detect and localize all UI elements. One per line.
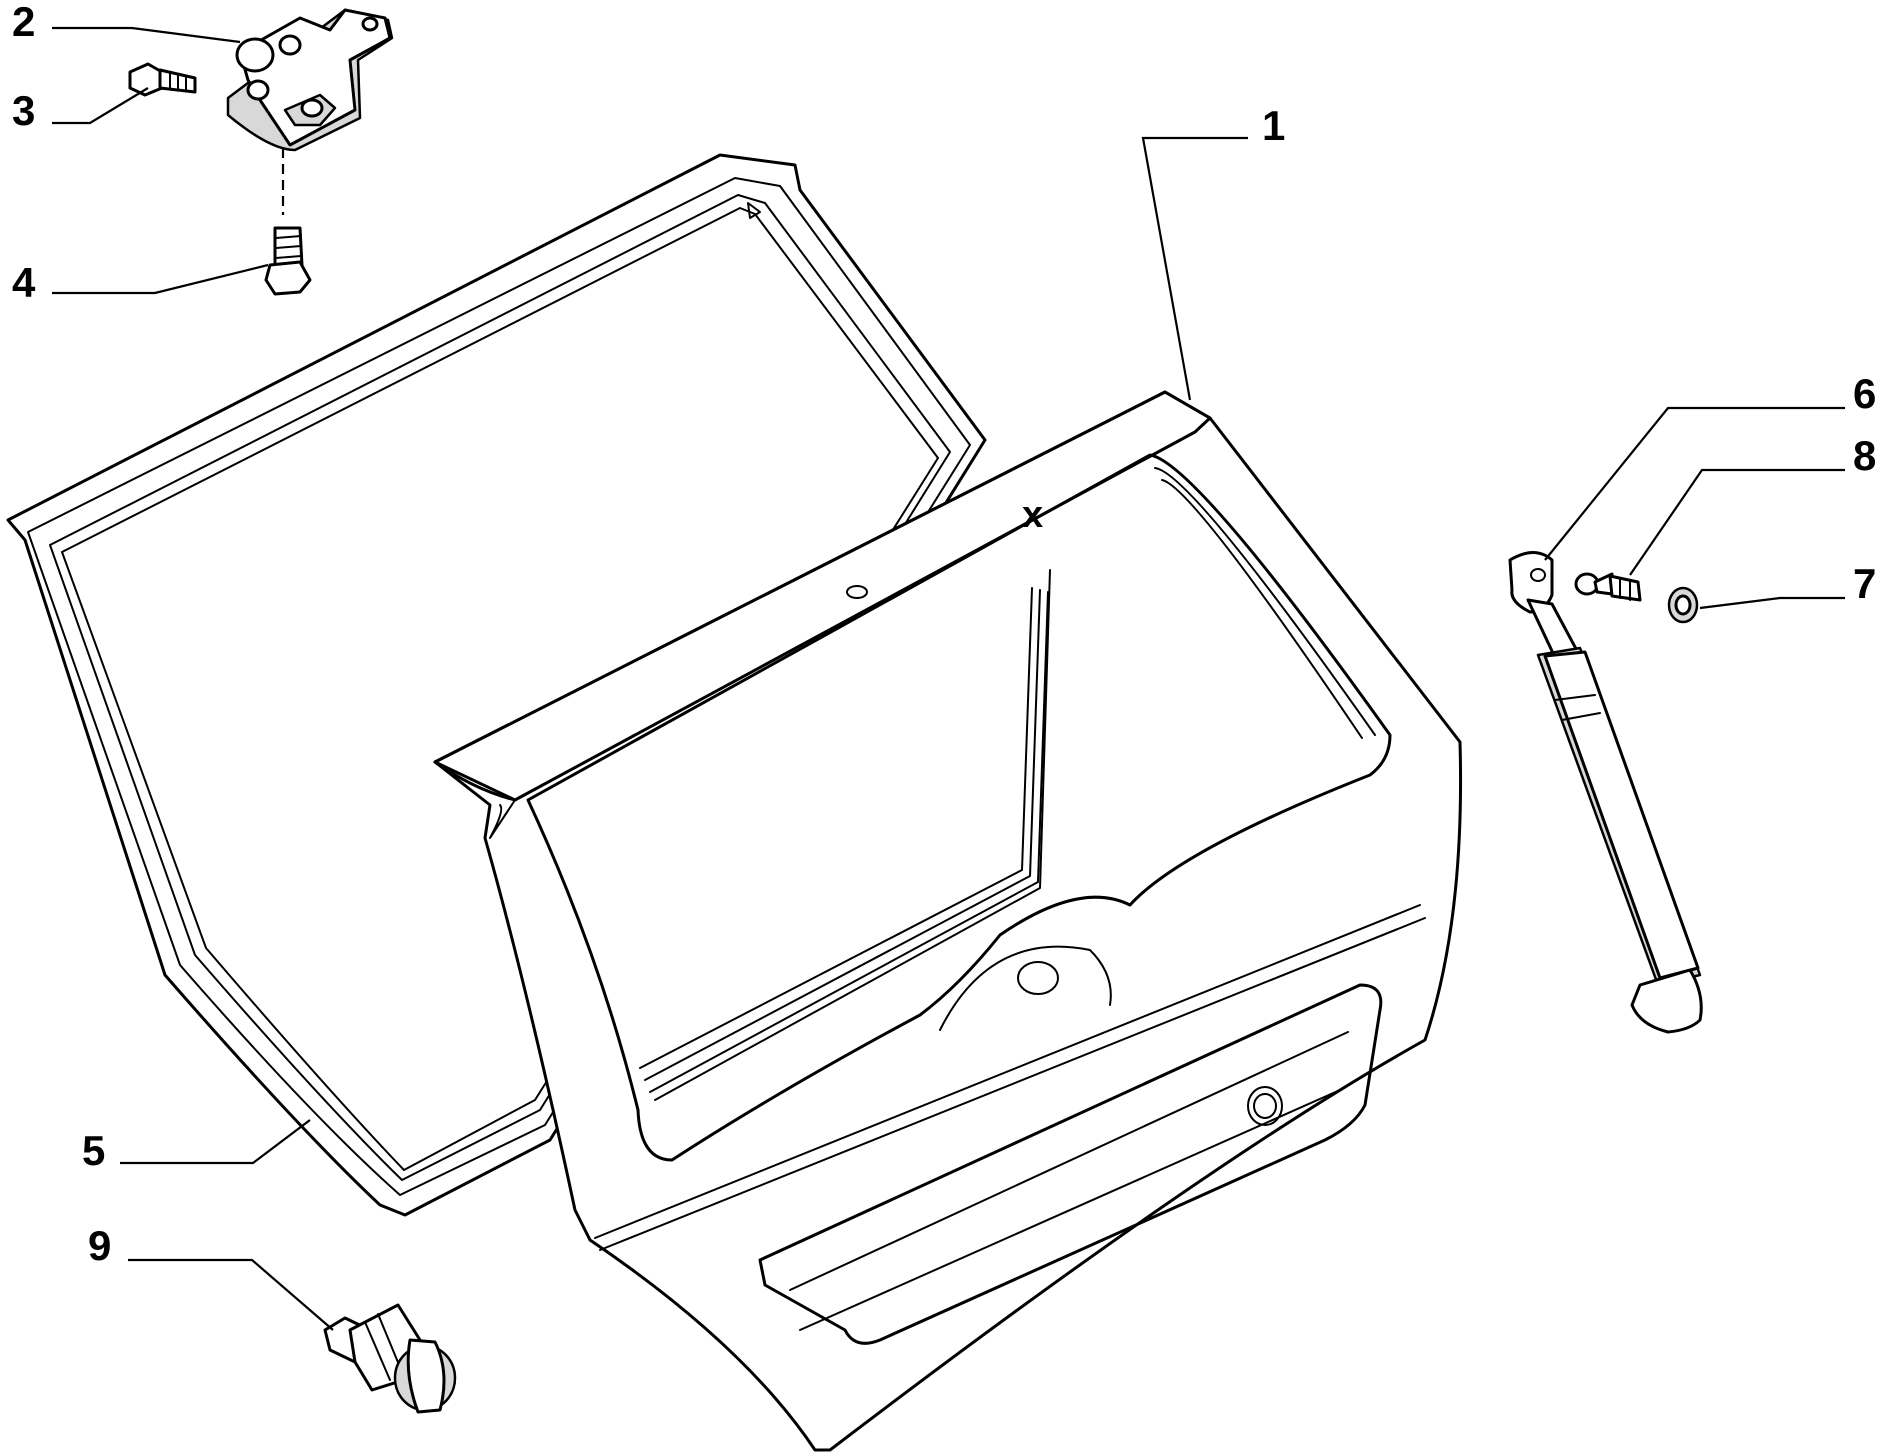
ball-stud[interactable]: [1574, 572, 1642, 602]
hinge[interactable]: [226, 8, 394, 152]
leader-7: [1699, 596, 1845, 610]
callout-3: 3: [12, 87, 35, 134]
marker-x: x: [1022, 494, 1043, 536]
leader-5: [120, 1119, 311, 1165]
callout-6: 6: [1853, 370, 1876, 417]
leader-4: [52, 263, 269, 295]
leader-6: [1544, 406, 1845, 561]
gas-strut[interactable]: [1508, 551, 1703, 1034]
callout-4: 4: [12, 259, 36, 306]
callout-2: 2: [12, 0, 35, 45]
rubber-buffer[interactable]: [323, 1303, 457, 1414]
hinge-bolt[interactable]: [128, 62, 197, 97]
washer[interactable]: [1667, 586, 1699, 624]
tailgate-panel[interactable]: [433, 390, 1463, 1452]
leader-3: [52, 87, 149, 125]
stud-bolt[interactable]: [264, 226, 312, 296]
callout-1: 1: [1262, 102, 1285, 149]
callout-9: 9: [88, 1222, 111, 1269]
leader-9: [128, 1258, 334, 1331]
callout-7: 7: [1853, 560, 1876, 607]
leader-1: [1141, 136, 1248, 401]
callout-8: 8: [1853, 432, 1876, 479]
leader-8: [1629, 468, 1845, 576]
rear-window-glass[interactable]: [6, 153, 987, 1217]
callout-5: 5: [82, 1127, 105, 1174]
leader-2: [52, 26, 241, 44]
